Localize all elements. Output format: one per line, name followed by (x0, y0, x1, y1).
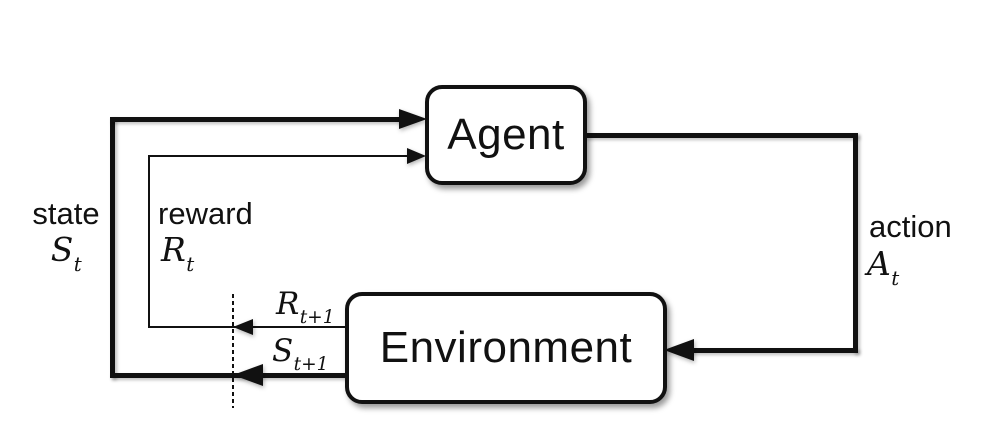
action-line-bottom (688, 348, 858, 353)
reward-arrowhead-at-boundary (233, 319, 253, 335)
environment-box-label: Environment (379, 323, 633, 372)
state-arrowhead-at-boundary (233, 364, 263, 386)
reward-label-word: reward (158, 196, 253, 231)
action-line-right (853, 133, 858, 353)
agent-box: Agent (425, 85, 587, 185)
reward-arrowhead-into-agent (407, 148, 426, 164)
state-symbol: St (50, 230, 82, 276)
state-line-bottom (110, 373, 350, 378)
state-arrowhead-into-agent (399, 109, 427, 129)
action-arrowhead-into-environment (664, 339, 694, 361)
action-label-word: action (869, 209, 952, 244)
reward-line-vertical (148, 155, 150, 328)
state-label-word: state (32, 196, 100, 231)
state-line-vertical (110, 117, 115, 378)
action-line-top (585, 133, 858, 138)
environment-box: Environment (345, 292, 667, 404)
agent-box-label: Agent (447, 110, 565, 159)
state-line-top (110, 117, 400, 122)
reward-line-top (148, 155, 408, 157)
action-symbol: At (867, 244, 900, 290)
reward-symbol: Rt (161, 230, 195, 276)
next-state-symbol: St+1 (272, 333, 329, 376)
time-boundary-dashed-line (232, 294, 234, 408)
next-reward-symbol: Rt+1 (276, 286, 335, 329)
